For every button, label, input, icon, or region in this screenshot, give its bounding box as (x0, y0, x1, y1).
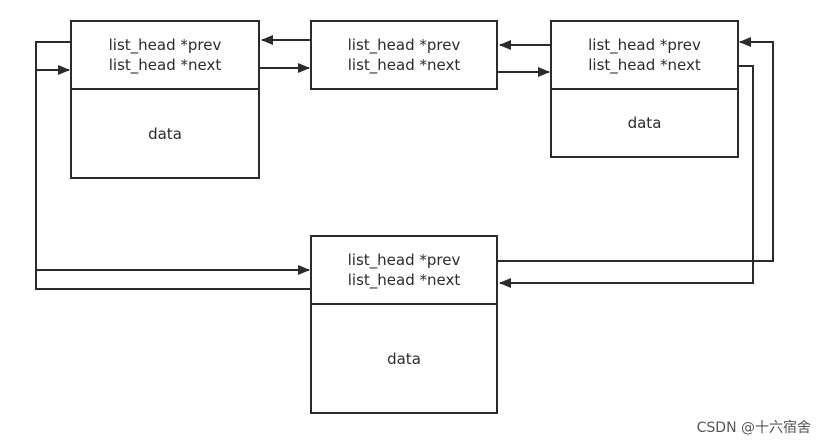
node-2-prev-label: list_head *prev (347, 36, 461, 54)
node-1-data-box: data (70, 88, 260, 179)
node-4-data-label: data (387, 349, 421, 368)
node-4-next-label: list_head *next (347, 271, 461, 289)
node-4-data-box: data (310, 303, 498, 414)
node-2-list-head: list_head *prev list_head *next (310, 20, 498, 90)
node-1-prev-label: list_head *prev (108, 36, 222, 54)
node-1-data-label: data (148, 124, 182, 143)
node-3-next-label: list_head *next (588, 56, 701, 74)
arrow-node3-next-to-node4 (499, 65, 754, 288)
node-3-data-box: data (550, 88, 739, 158)
node-3-list-head: list_head *prev list_head *next (550, 20, 739, 90)
node-1-next-label: list_head *next (108, 56, 222, 74)
node-3-data-label: data (627, 114, 662, 132)
arrow-node4-prev-to-node3 (497, 37, 774, 262)
arrow-node4-next-to-node1 (35, 65, 311, 290)
watermark: CSDN @十六宿舍 (696, 420, 811, 436)
node-2-next-label: list_head *next (347, 56, 461, 74)
node-3-prev-label: list_head *prev (588, 36, 701, 54)
node-4-prev-label: list_head *prev (347, 251, 461, 269)
node-4-list-head: list_head *prev list_head *next (310, 235, 498, 305)
node-1-list-head: list_head *prev list_head *next (70, 20, 260, 90)
